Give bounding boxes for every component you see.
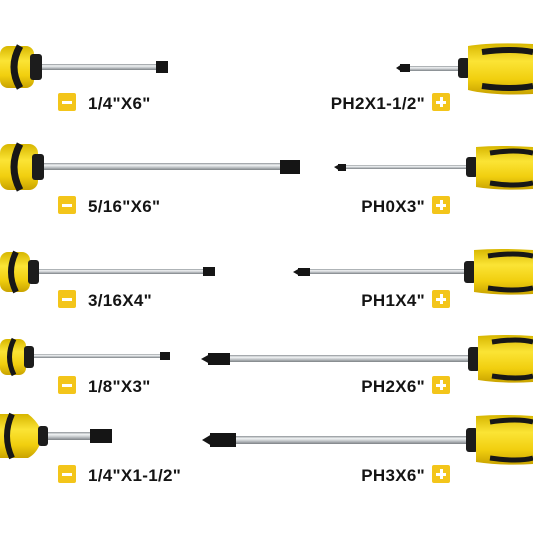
slotted-screwdriver	[0, 337, 170, 377]
plus-sign-icon	[432, 376, 450, 394]
minus-sign-icon	[58, 93, 76, 111]
minus-sign-icon	[58, 290, 76, 308]
phillips-size-label: PH0X3"	[361, 197, 425, 216]
slotted-screwdriver	[0, 412, 112, 460]
phillips-screwdriver	[202, 415, 533, 465]
phillips-screwdriver	[334, 146, 533, 190]
plus-sign-icon	[432, 93, 450, 111]
phillips-screwdriver	[201, 335, 533, 383]
slotted-screwdriver	[0, 44, 168, 90]
minus-sign-icon	[58, 465, 76, 483]
slotted-size-label: 1/8"X3"	[88, 377, 151, 396]
minus-sign-icon	[58, 376, 76, 394]
minus-sign-icon	[58, 196, 76, 214]
phillips-screwdriver	[293, 249, 533, 295]
slotted-size-label: 3/16X4"	[88, 291, 153, 310]
phillips-screwdriver	[396, 43, 533, 95]
slotted-screwdriver	[0, 142, 300, 192]
phillips-size-label: PH3X6"	[361, 466, 425, 485]
slotted-size-label: 5/16"X6"	[88, 197, 161, 216]
slotted-screwdriver	[0, 250, 215, 294]
slotted-size-label: 1/4"X6"	[88, 94, 151, 113]
plus-sign-icon	[432, 290, 450, 308]
plus-sign-icon	[432, 465, 450, 483]
slotted-size-label: 1/4"X1-1/2"	[88, 466, 182, 485]
phillips-size-label: PH2X6"	[361, 377, 425, 396]
plus-sign-icon	[432, 196, 450, 214]
phillips-size-label: PH2X1-1/2"	[330, 94, 425, 113]
phillips-size-label: PH1X4"	[361, 291, 425, 310]
